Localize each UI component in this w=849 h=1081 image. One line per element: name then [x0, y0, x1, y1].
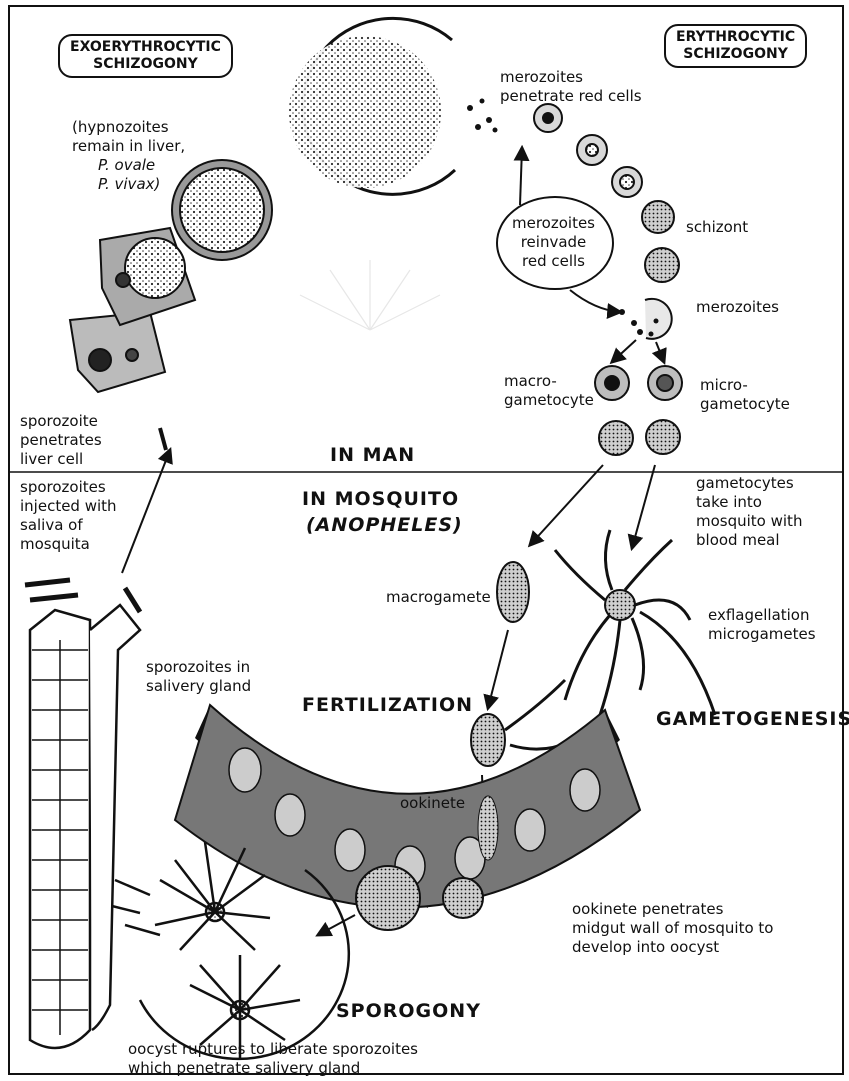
stage-sporogony: SPOROGONY: [336, 1000, 481, 1023]
background-rays: [300, 260, 440, 330]
label-oocyst-ruptures: oocyst ruptures to liberate sporozoites …: [128, 1040, 418, 1078]
label-exflagellation: exflagellation microgametes: [708, 606, 816, 644]
label-ookinete: ookinete: [400, 794, 465, 813]
label-merozoites-penetrate: merozoites penetrate red cells: [500, 68, 642, 106]
label-ookinete-penetrates: ookinete penetrates midgut wall of mosqu…: [572, 900, 773, 957]
host-in-man: IN MAN: [330, 444, 415, 467]
arrow-micro: [656, 342, 664, 362]
label-sporozoites-injected: sporozoites injected with saliva of mosq…: [20, 478, 117, 554]
host-in-mosquito: IN MOSQUITO: [302, 488, 459, 511]
label-sporozoites-gland: sporozoites in salivery gland: [146, 658, 251, 696]
arrow-to-macrogamete: [530, 465, 603, 545]
microgamete-flagella: [555, 530, 715, 715]
label-hypnozoites: (hypnozoites remain in liver, P. ovale P…: [72, 118, 185, 194]
label-microgametocyte: micro- gametocyte: [700, 376, 790, 414]
arrow-to-zygote: [488, 630, 508, 708]
salivary-gland: [25, 580, 140, 1048]
arrow-to-merozoites: [520, 148, 522, 205]
label-schizont: schizont: [686, 218, 748, 237]
label-gametocytes-taken: gametocytes take into mosquito with bloo…: [696, 474, 802, 550]
arrow-reinvade: [570, 290, 620, 312]
arrow-macro: [612, 340, 636, 362]
liver-stages: [70, 160, 272, 450]
stage-fertilization: FERTILIZATION: [302, 694, 473, 717]
released-merozoites: [467, 99, 498, 133]
label-macrogametocyte: macro- gametocyte: [504, 372, 594, 410]
arrow-to-liver: [122, 450, 170, 573]
erythrocytic-title: ERYTHROCYTIC SCHIZOGONY: [664, 24, 807, 68]
label-merozoites-reinvade: merozoites reinvade red cells: [512, 214, 595, 271]
label-macrogamete: macrogamete: [386, 588, 491, 607]
arrow-to-microgamete: [632, 465, 655, 548]
label-sporozoite-penetrates: sporozoite penetrates liver cell: [20, 412, 102, 469]
stage-gametogenesis: GAMETOGENESIS: [656, 708, 849, 731]
host-anopheles: (ANOPHELES): [306, 514, 463, 537]
arrow-to-rupture: [318, 915, 355, 935]
ruptured-red-cell: [289, 18, 455, 194]
exoerythrocytic-title: EXOERYTHROCYTIC SCHIZOGONY: [58, 34, 233, 78]
label-merozoites: merozoites: [696, 298, 779, 317]
